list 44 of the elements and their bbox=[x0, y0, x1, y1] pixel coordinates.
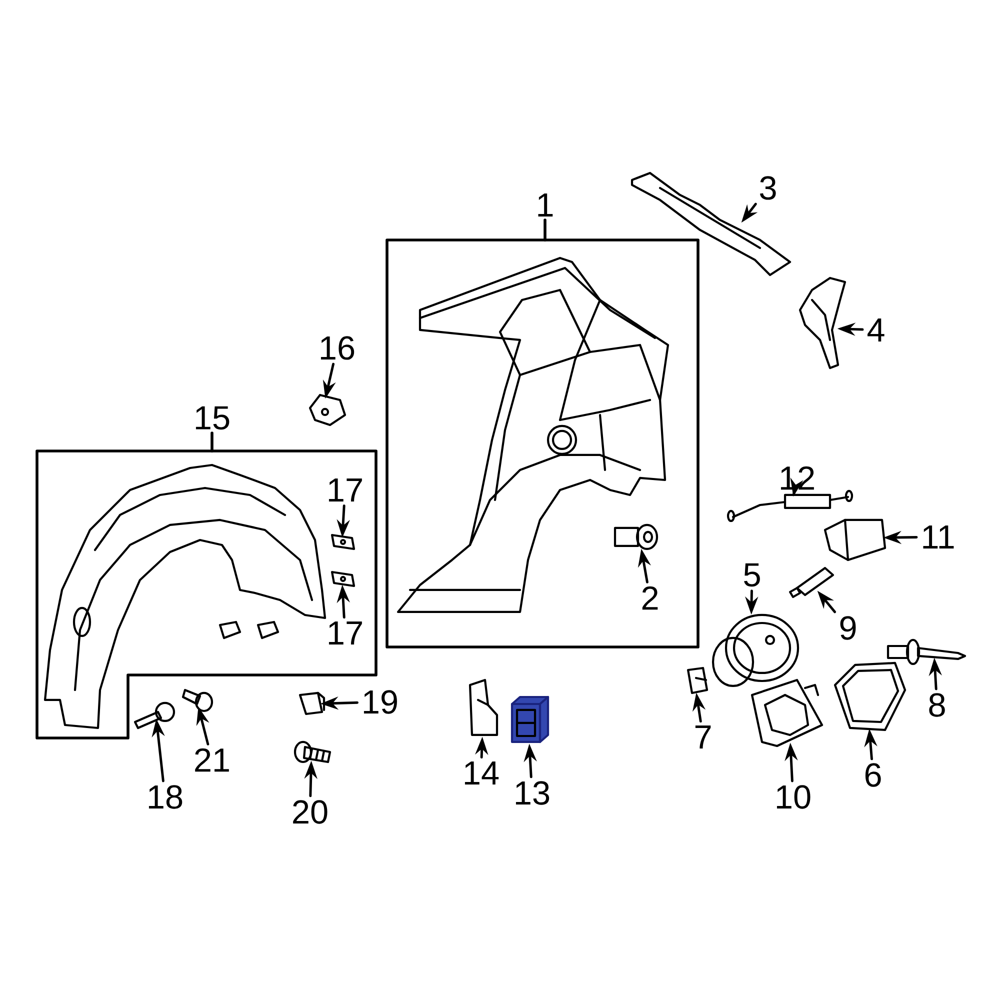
latch-drawing bbox=[824, 518, 886, 562]
clip-drawing bbox=[686, 666, 708, 694]
callout-number: 13 bbox=[516, 781, 550, 805]
callout-number: 14 bbox=[464, 762, 499, 784]
fuel-door-drawing bbox=[834, 662, 906, 732]
callout-number: 5 bbox=[744, 563, 760, 587]
callout-number: 7 bbox=[695, 726, 711, 748]
callout-number: 6 bbox=[865, 763, 881, 787]
callout-number: 9 bbox=[840, 616, 856, 640]
clip-drawing bbox=[298, 692, 326, 716]
clip-drawing bbox=[330, 534, 356, 550]
clip-drawing bbox=[330, 570, 356, 588]
callout-number: 18 bbox=[148, 785, 182, 809]
bracket-drawing bbox=[798, 276, 846, 370]
bolt-drawing bbox=[134, 702, 176, 730]
rivet-drawing bbox=[886, 638, 966, 666]
callout-number: 8 bbox=[929, 693, 945, 717]
clip-drawing bbox=[468, 678, 498, 736]
block-drawing bbox=[510, 696, 550, 744]
cable-drawing bbox=[726, 490, 854, 522]
callout-number: 19 bbox=[364, 690, 397, 714]
wheelhouse-liner-drawing bbox=[44, 464, 326, 730]
node-label: 1 bbox=[538, 193, 553, 216]
callout-number: 2 bbox=[642, 586, 658, 610]
rail-drawing bbox=[630, 172, 792, 276]
housing-drawing bbox=[750, 678, 824, 748]
node-label: 15 bbox=[196, 406, 230, 430]
actuator-drawing bbox=[788, 566, 834, 598]
callout-number: 4 bbox=[868, 318, 884, 342]
callout-number: 3 bbox=[760, 176, 776, 200]
callout-number: 20 bbox=[293, 800, 328, 824]
callout-number: 16 bbox=[320, 336, 354, 360]
callout-number: 17 bbox=[328, 478, 362, 502]
bolt-drawing bbox=[294, 740, 332, 764]
filler-neck-drawing bbox=[712, 614, 800, 688]
bolt-drawing bbox=[614, 524, 658, 550]
quarter-panel-drawing bbox=[396, 256, 670, 614]
bolt-drawing bbox=[182, 688, 214, 712]
callout-number: 12 bbox=[781, 466, 814, 490]
callout-number: 17 bbox=[328, 622, 362, 644]
callout-number: 21 bbox=[195, 748, 229, 772]
callout-number: 11 bbox=[923, 525, 954, 548]
clip-drawing bbox=[308, 394, 346, 426]
callout-number: 10 bbox=[776, 785, 810, 809]
